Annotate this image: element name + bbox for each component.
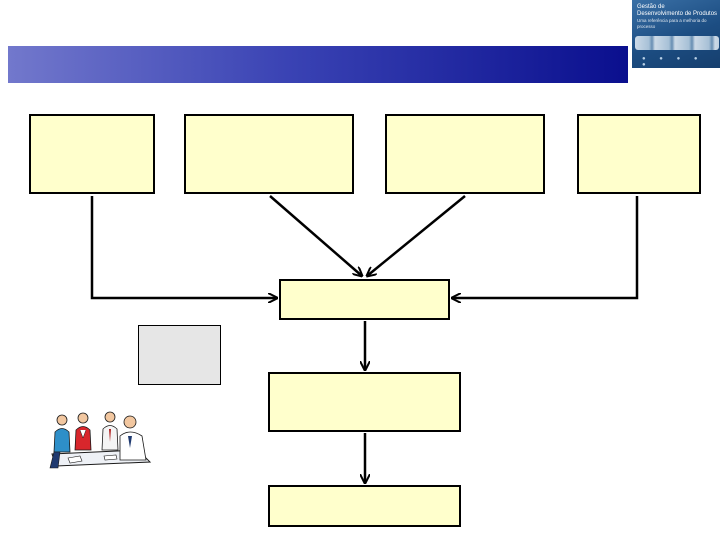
connector-box2-merge — [270, 196, 362, 276]
connector-box3-merge — [367, 196, 465, 276]
team-meeting-icon — [46, 408, 158, 472]
connector-box4-merge — [452, 196, 637, 298]
connector-box1-merge — [92, 196, 277, 298]
